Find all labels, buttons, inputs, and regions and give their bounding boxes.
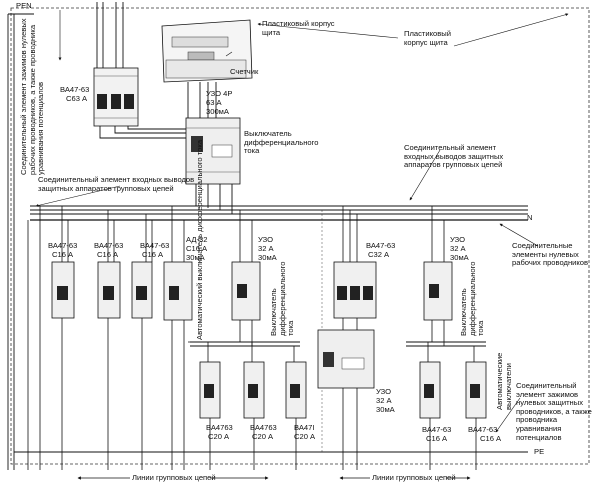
- main-rcd-model: УЗО 4Р: [206, 89, 233, 98]
- lower-left-breaker-2-rating: С20 А: [252, 432, 274, 441]
- uzo-right-vertical: Выключатель дифференциального тока: [459, 261, 486, 336]
- enclosure-outline: [10, 7, 590, 465]
- energy-meter-body: [161, 19, 253, 83]
- lower-left-breaker-3-model: ВА47I: [294, 423, 315, 432]
- neutral-bus-note: Соединительные элементы нулевых рабочих …: [512, 241, 589, 268]
- n-label: N: [527, 213, 533, 222]
- input-bus-note-left: Соединительный элемент входных выводов з…: [38, 175, 195, 193]
- enclosure-top-note: Пластиковый корпус щита: [262, 19, 335, 37]
- ad32-leak: 30мА: [186, 253, 205, 262]
- row1-breaker-3-model: ВА47-63: [140, 241, 170, 250]
- uzo-mid-current: 32 А: [258, 244, 274, 253]
- meter-label: Счетчик: [230, 67, 259, 76]
- lower-output-wires: [27, 206, 477, 470]
- ad32-model: АД-32: [186, 235, 208, 244]
- uzo-mid-vertical: Выключатель дифференциального тока: [269, 261, 296, 336]
- uzo-lower-current: 32 А: [376, 396, 392, 405]
- lower-right-breaker-1-rating: С16 А: [426, 434, 448, 443]
- sub-bus-drops: [207, 342, 475, 362]
- uzo-right-leak: 30мА: [450, 253, 469, 262]
- uzo-lower-model: УЗО: [376, 387, 392, 396]
- row1-breaker-2-model: ВА47-63: [94, 241, 124, 250]
- main-breaker-rating: С63 А: [66, 94, 88, 103]
- uzo-right-model: УЗО: [450, 235, 466, 244]
- auto-breakers-vertical: Автоматические выключатели: [495, 352, 513, 410]
- lower-right-breaker-2-model: ВА47-63: [468, 425, 498, 434]
- lower-rcd-body: [317, 329, 375, 389]
- pe-label: PE: [534, 447, 545, 456]
- uzo-lower-leak: 30мА: [376, 405, 395, 414]
- main-breaker-body: [93, 67, 139, 127]
- uzo-mid-leak: 30мА: [258, 253, 277, 262]
- uzo-right-current: 32 А: [450, 244, 466, 253]
- ad32-rating: С16 А: [186, 244, 208, 253]
- incoming-phase-wires: [96, 2, 124, 68]
- lower-right-breaker-1-model: ВА47-63: [422, 425, 452, 434]
- input-bus-note-right: Соединительный элемент входных выводов з…: [404, 143, 504, 170]
- c32-model: ВА47-63: [366, 241, 396, 250]
- top-left-vertical-note: Соединительный элемент зажимов нулевых р…: [19, 18, 46, 175]
- pen-conductor: [7, 13, 34, 470]
- lower-left-breaker-1-rating: С20 А: [208, 432, 230, 441]
- main-breaker-model: ВА47-63: [60, 85, 90, 94]
- pen-label: PEN: [16, 1, 32, 10]
- main-rcd-caption: Выключатель дифференциального тока: [244, 129, 319, 156]
- row1-breaker-1-rating: С16 А: [52, 250, 74, 259]
- enclosure-right-note: Пластиковый корпус щита: [404, 29, 451, 47]
- group-lines-right-label: Линии групповых цепей: [372, 473, 456, 482]
- lower-left-breaker-1-model: ВА4763: [206, 423, 233, 432]
- bus-drops: [61, 206, 445, 262]
- uzo-mid-model: УЗО: [258, 235, 274, 244]
- main-breaker-output-wires: [99, 126, 190, 139]
- lower-breaker-toggles: [204, 384, 480, 398]
- ad32-vertical: Автоматический выключатель дифференциаль…: [195, 139, 204, 340]
- lower-left-breaker-2-model: ВА4763: [250, 423, 277, 432]
- group-lines-left-label: Линии групповых цепей: [132, 473, 216, 482]
- row1-breaker-toggles: [57, 284, 439, 300]
- lower-left-breaker-3-rating: С20 А: [294, 432, 316, 441]
- pe-bus-note: Соединительный элемент зажимов нулевых з…: [516, 381, 592, 442]
- input-buses: [30, 205, 528, 215]
- row1-breaker-3-rating: С16 А: [142, 250, 164, 259]
- leader-lines: [35, 10, 569, 433]
- main-rcd-current: 63 А: [206, 98, 222, 107]
- row1-breaker-2-rating: С16 А: [97, 250, 119, 259]
- row1-breaker-1-model: ВА47-63: [48, 241, 78, 250]
- main-rcd-leak: 300мА: [206, 107, 229, 116]
- c32-rating: С32 А: [368, 250, 390, 259]
- main-rcd-body: [185, 117, 241, 185]
- lower-right-breaker-2-rating: С16 А: [480, 434, 502, 443]
